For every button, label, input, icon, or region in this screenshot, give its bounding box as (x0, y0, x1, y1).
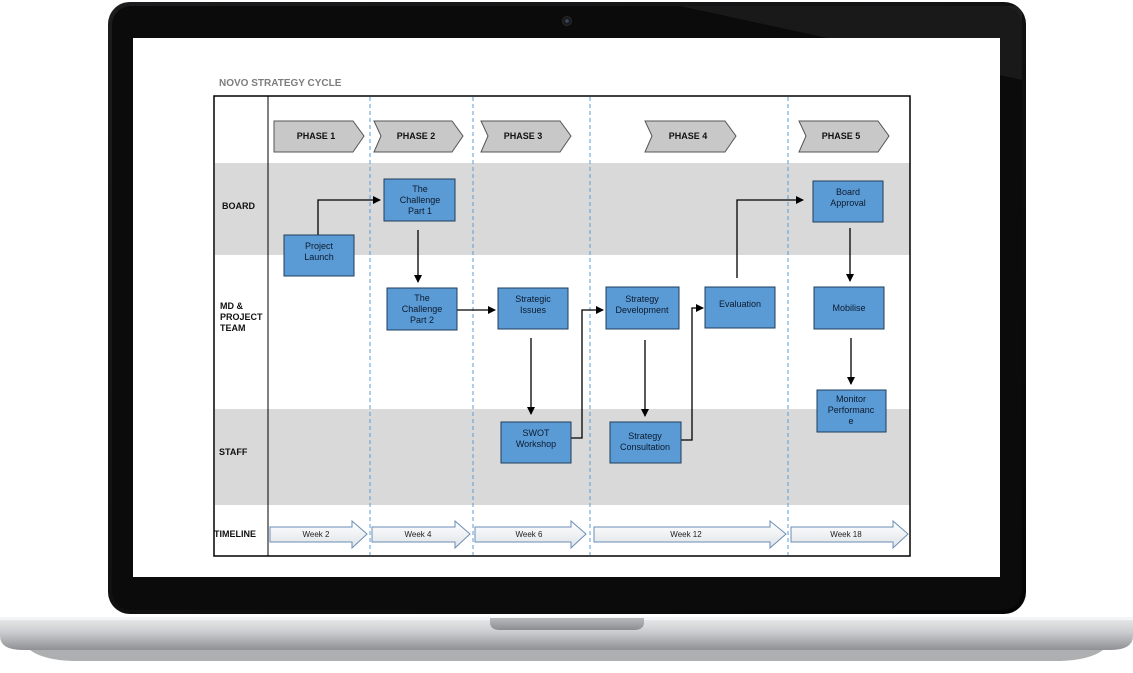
svg-text:Challenge: Challenge (400, 195, 441, 205)
svg-text:Week 2: Week 2 (303, 530, 331, 539)
laptop-base-shadow (30, 650, 1103, 661)
svg-text:Part 2: Part 2 (410, 315, 434, 325)
connector-evaluation-to-approval (736, 196, 804, 278)
box-challenge-part-2: The Challenge Part 2 (386, 287, 458, 331)
svg-text:Performanc: Performanc (828, 405, 875, 415)
box-challenge-part-1: The Challenge Part 1 (383, 178, 456, 222)
svg-text:Monitor: Monitor (836, 394, 866, 404)
svg-text:The: The (414, 293, 430, 303)
diagram-frame (213, 95, 911, 557)
diagram-title: NOVO STRATEGY CYCLE (219, 78, 342, 89)
phase-chevron-3: PHASE 3 (480, 120, 572, 153)
timeline-arrow-week-6: Week 6 (474, 519, 587, 550)
svg-text:Mobilise: Mobilise (832, 303, 865, 313)
svg-text:Week 12: Week 12 (670, 530, 702, 539)
timeline-arrow-week-2: Week 2 (269, 519, 368, 550)
lane-label-md-team-line2: PROJECT (220, 312, 263, 322)
lane-labels: BOARD MD & PROJECT TEAM STAFF TIMELINE (214, 201, 263, 539)
lane-label-staff: STAFF (219, 447, 248, 457)
lane-label-md-team-line3: TEAM (220, 323, 246, 333)
svg-text:Project: Project (305, 241, 334, 251)
laptop-base (0, 618, 1133, 650)
phase-chevron-5: PHASE 5 (798, 120, 890, 153)
lane-label-md-team-line1: MD & (220, 301, 243, 311)
svg-text:The: The (412, 184, 428, 194)
svg-text:Workshop: Workshop (516, 439, 556, 449)
lane-label-board: BOARD (222, 201, 255, 211)
timeline-arrow-week-18: Week 18 (790, 519, 909, 550)
box-strategy-consultation: Strategy Consultation (609, 421, 682, 464)
svg-text:SWOT: SWOT (523, 428, 550, 438)
timeline-arrow-week-12: Week 12 (593, 519, 787, 550)
svg-text:e: e (848, 416, 853, 426)
box-evaluation: Evaluation (704, 286, 776, 329)
box-swot-workshop: SWOT Workshop (500, 421, 572, 464)
process-boxes: Project Launch The Challenge Part 1 The … (283, 178, 887, 464)
box-strategy-development: Strategy Development (605, 286, 680, 330)
phase-label: PHASE 4 (669, 131, 708, 141)
svg-text:Approval: Approval (830, 198, 866, 208)
phase-chevron-1: PHASE 1 (273, 120, 365, 153)
phase-label: PHASE 1 (297, 131, 336, 141)
phase-chevrons: PHASE 1 PHASE 2 PHASE 3 PHASE 4 PHASE 5 (273, 120, 890, 153)
connector-consultation-to-evaluation (681, 304, 704, 441)
lane-label-timeline: TIMELINE (214, 529, 256, 539)
svg-text:Part 1: Part 1 (408, 206, 432, 216)
connector-swot-to-development (571, 306, 604, 439)
svg-text:Issues: Issues (520, 305, 547, 315)
phase-label: PHASE 5 (822, 131, 861, 141)
svg-text:Consultation: Consultation (620, 442, 670, 452)
connectors (317, 196, 855, 441)
laptop-notch (490, 618, 644, 630)
box-strategic-issues: Strategic Issues (497, 287, 569, 330)
timeline-arrows: Week 2 Week 4 Week 6 Week 12 Week 18 (269, 519, 909, 550)
svg-text:Week 4: Week 4 (405, 530, 433, 539)
phase-chevron-4: PHASE 4 (644, 120, 737, 153)
timeline-arrow-week-4: Week 4 (371, 519, 471, 550)
phase-label: PHASE 2 (397, 131, 436, 141)
box-project-launch: Project Launch (283, 234, 355, 277)
svg-text:Evaluation: Evaluation (719, 299, 761, 309)
box-monitor-performance: Monitor Performanc e (816, 389, 887, 433)
box-board-approval: Board Approval (812, 180, 884, 223)
svg-text:Development: Development (615, 305, 669, 315)
svg-text:Launch: Launch (304, 252, 334, 262)
phase-label: PHASE 3 (504, 131, 543, 141)
box-mobilise: Mobilise (813, 286, 885, 330)
svg-text:Week 6: Week 6 (516, 530, 544, 539)
phase-chevron-2: PHASE 2 (373, 120, 464, 153)
svg-text:Strategic: Strategic (515, 294, 551, 304)
phase-dividers (369, 97, 789, 555)
svg-text:Strategy: Strategy (628, 431, 662, 441)
svg-text:Board: Board (836, 187, 860, 197)
svg-text:Week 18: Week 18 (830, 530, 862, 539)
connector-launch-to-challenge1 (317, 196, 381, 235)
svg-text:Challenge: Challenge (402, 304, 443, 314)
svg-text:Strategy: Strategy (625, 294, 659, 304)
